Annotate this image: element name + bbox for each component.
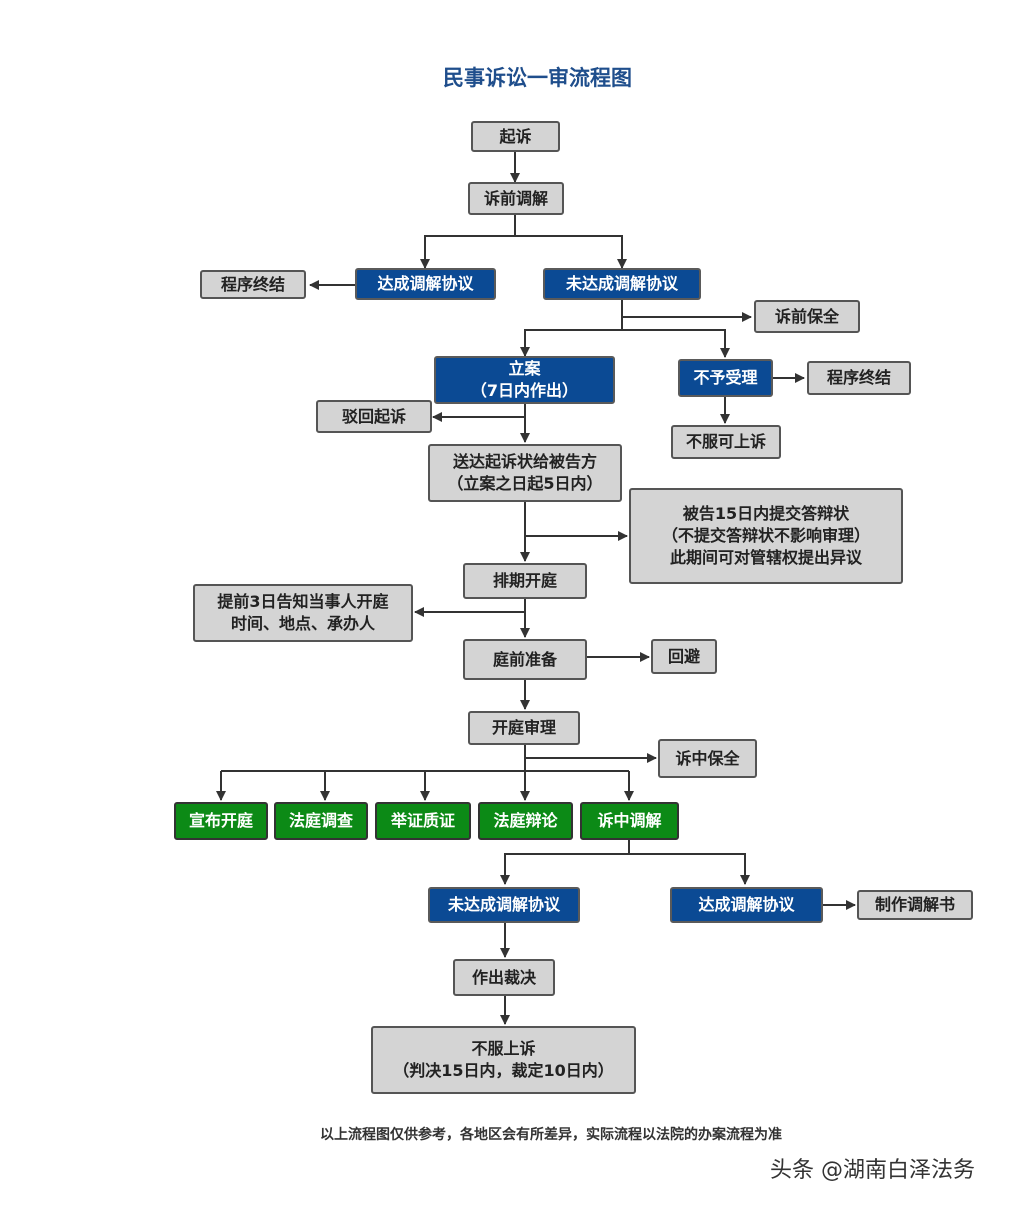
- node-label-line: 庭前准备: [492, 649, 557, 669]
- node-lian: 立案 （7日内作出）: [434, 356, 615, 404]
- page-title: 民事诉讼一审流程图: [443, 66, 632, 90]
- node-label-line: 排期开庭: [492, 571, 557, 590]
- node-gaozhi: 提前3日告知当事人开庭时间、地点、承办人: [193, 584, 413, 642]
- node-label-line: 不服可上诉: [685, 432, 766, 451]
- node-label-line: 送达起诉状给被告方: [452, 452, 597, 471]
- node-label-line: 法庭辩论: [493, 811, 558, 830]
- watermark: 头条 @湖南白泽法务: [770, 1158, 975, 1183]
- node-songda: 送达起诉状给被告方 （立案之日起5日内）: [428, 444, 622, 502]
- node-label-line: 不予受理: [693, 368, 758, 387]
- node-label-line: 诉中保全: [675, 748, 740, 768]
- node-zuochu-caijue: 作出裁决: [453, 959, 555, 996]
- node-label-line: 未达成调解协议: [447, 895, 560, 914]
- node-label-line: 法庭调查: [288, 811, 353, 830]
- node-zhizuo-tiaojieshu: 制作调解书: [857, 890, 973, 920]
- node-label-line: 起诉: [499, 126, 532, 146]
- node-label-line: 诉前调解: [483, 188, 548, 208]
- node-buyu-shouli: 不予受理: [678, 359, 773, 397]
- footer-note: 以上流程图仅供参考，各地区会有所差异，实际流程以法院的办案流程为准: [320, 1127, 782, 1143]
- node-label-line: 被告15日内提交答辩状: [682, 504, 850, 523]
- node-label-line: 时间、地点、承办人: [230, 614, 375, 633]
- node-label-line: 诉前保全: [774, 306, 839, 326]
- node-chengxu-zhongjie-2: 程序终结: [807, 361, 911, 395]
- node-label-line: 提前3日告知当事人开庭: [217, 592, 389, 611]
- node-suqian-baoquan: 诉前保全: [754, 300, 860, 333]
- node-tingqian-zhunbei: 庭前准备: [463, 639, 587, 680]
- node-kaiting-shenli: 开庭审理: [468, 711, 580, 745]
- node-dabian: 被告15日内提交答辩状 （不提交答辩状不影响审理） 此期间可对管辖权提出异议: [629, 488, 903, 584]
- node-label-line: 举证质证: [390, 811, 455, 830]
- node-suqian-tiaojie: 诉前调解: [468, 182, 564, 215]
- node-label-line: 宣布开庭: [188, 811, 253, 830]
- node-juzheng-zhizheng: 举证质证: [375, 802, 471, 840]
- node-label-line: 回避: [667, 646, 700, 666]
- node-suzhong-baoquan: 诉中保全: [658, 739, 757, 778]
- node-fating-diaocha: 法庭调查: [274, 802, 368, 840]
- node-label-line: 诉中调解: [597, 811, 662, 830]
- node-label-line: 此期间可对管辖权提出异议: [669, 548, 862, 567]
- node-huibi: 回避: [651, 639, 717, 674]
- node-label-line: 程序终结: [826, 368, 891, 387]
- node-label-line: 达成调解协议: [377, 274, 474, 293]
- node-bohui-qisu: 驳回起诉: [316, 400, 432, 433]
- node-dacheng-tiaojie-2: 达成调解协议: [670, 887, 823, 923]
- node-label-line: 达成调解协议: [698, 895, 795, 914]
- node-label-line: （7日内作出）: [470, 381, 579, 400]
- node-label-line: 开庭审理: [491, 718, 556, 737]
- node-weidacheng-tiaojie-1: 未达成调解协议: [543, 268, 701, 300]
- node-weidacheng-tiaojie-2: 未达成调解协议: [428, 887, 580, 923]
- node-label-line: 不服上诉: [471, 1039, 536, 1058]
- node-label-line: 立案: [508, 359, 541, 378]
- node-label-line: （不提交答辩状不影响审理）: [661, 526, 870, 545]
- node-label-line: 作出裁决: [471, 967, 536, 987]
- node-label-line: （立案之日起5日内）: [447, 474, 603, 493]
- node-dacheng-tiaojie-1: 达成调解协议: [355, 268, 496, 300]
- node-bufu-shangsu: 不服上诉 （判决15日内，裁定10日内）: [371, 1026, 636, 1094]
- node-suzhong-tiaojie: 诉中调解: [580, 802, 679, 840]
- node-chengxu-zhongjie-1: 程序终结: [200, 270, 306, 299]
- node-paiqi-kaiting: 排期开庭: [463, 563, 587, 599]
- node-label-line: 驳回起诉: [341, 406, 406, 426]
- node-fating-bianlun: 法庭辩论: [478, 802, 573, 840]
- node-xuanbu-kaiting: 宣布开庭: [174, 802, 268, 840]
- node-qisu: 起诉: [471, 121, 560, 152]
- node-bufu-keshangsu: 不服可上诉: [671, 425, 781, 459]
- node-label-line: 制作调解书: [874, 895, 955, 914]
- node-label-line: （判决15日内，裁定10日内）: [393, 1061, 614, 1080]
- node-label-line: 程序终结: [220, 274, 285, 294]
- node-label-line: 未达成调解协议: [565, 274, 678, 293]
